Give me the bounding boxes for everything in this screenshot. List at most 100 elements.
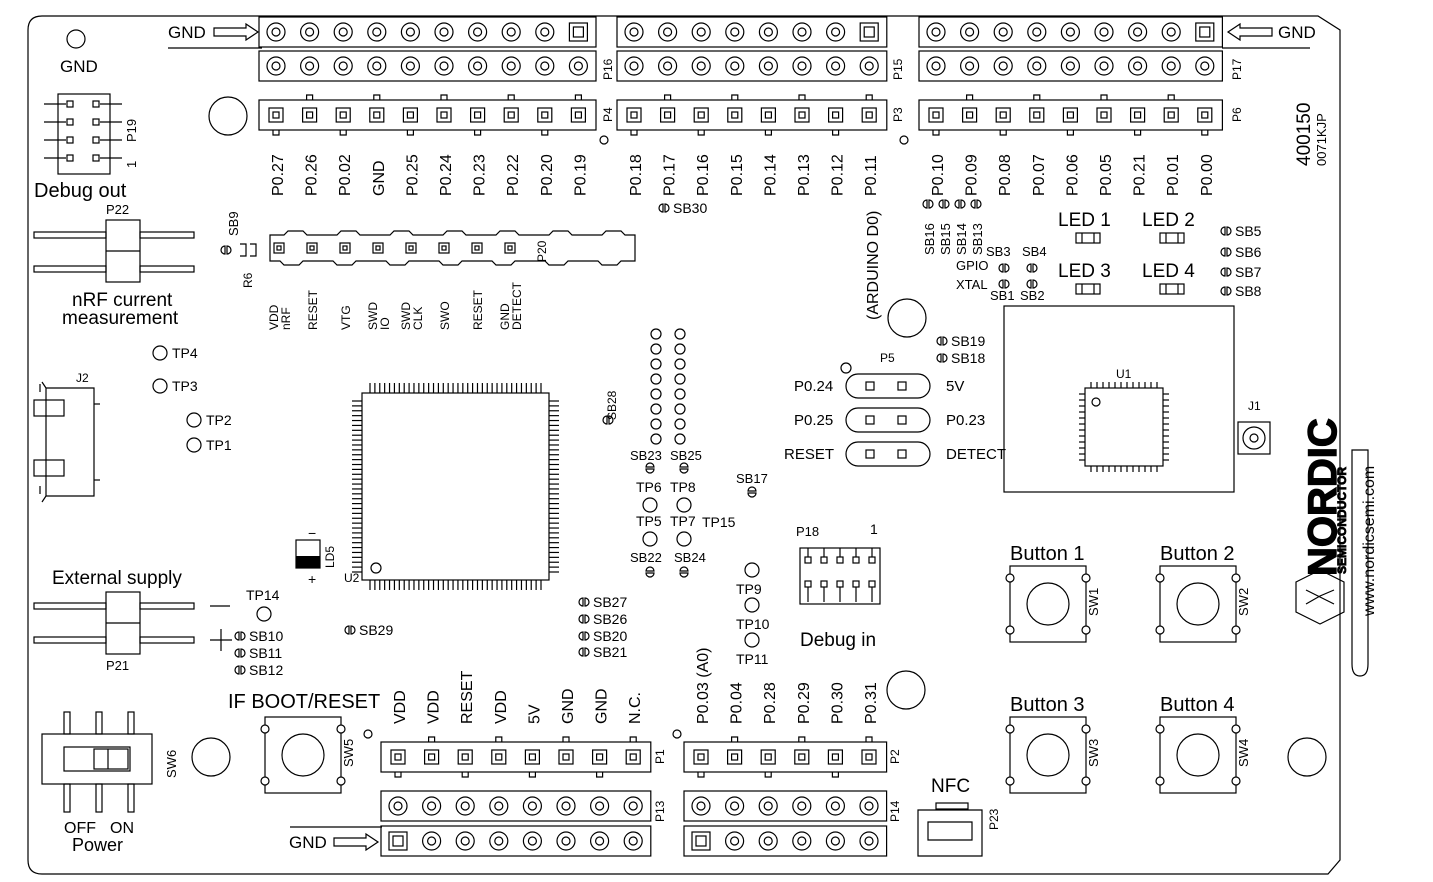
p2-pin-label: P0.30 — [829, 682, 846, 724]
solder-bridge-label: SB5 — [1235, 223, 1262, 239]
p5-row — [845, 407, 931, 433]
p18-pin — [852, 580, 860, 588]
p19-pin — [66, 118, 74, 126]
p6-pad — [1062, 107, 1079, 123]
p2-tab — [798, 736, 806, 742]
p4-hole — [541, 111, 549, 119]
test-point-pad — [186, 412, 202, 428]
p21-pin — [139, 602, 195, 610]
p6-pad — [1129, 107, 1146, 123]
sw6-slider-knob — [93, 748, 129, 770]
solder-bridge-icon — [234, 648, 246, 658]
solder-bridge-label: SB15 — [938, 223, 953, 255]
plus-mark — [210, 629, 232, 651]
solder-bridge-label: SB21 — [593, 644, 627, 660]
p5-pad — [865, 381, 875, 391]
p15-top-hole — [730, 27, 740, 37]
xtal-label: XTAL — [956, 277, 988, 292]
button-lead — [1155, 776, 1165, 786]
p17-bottom-pad — [1027, 56, 1047, 76]
p16-top-pad — [468, 22, 488, 42]
p16-top-pad — [266, 22, 286, 42]
test-point-label: TP8 — [670, 479, 696, 495]
p19-pin — [66, 100, 74, 108]
p3-hole — [731, 111, 739, 119]
p15-top-hole — [696, 27, 706, 37]
j1-label: J1 — [1248, 399, 1261, 413]
p3-pad — [861, 107, 877, 123]
p6-pin-label: P0.09 — [964, 154, 981, 196]
p17-bottom-hole — [1099, 61, 1109, 71]
p6-pin-label: P0.01 — [1165, 154, 1182, 196]
p4-hole — [574, 111, 583, 119]
p17-bottom-hole — [1166, 61, 1176, 71]
p6-hole — [1133, 111, 1142, 119]
p1-pad — [390, 749, 406, 765]
p16-bottom-hole — [305, 61, 315, 71]
p3-tab — [832, 130, 840, 136]
p19-debug-out: P19 1 Debug out — [34, 93, 139, 202]
solder-bridge-label: SB18 — [951, 350, 985, 366]
p20-pin-label: SWO — [438, 301, 452, 330]
p16-top-hole — [473, 27, 483, 37]
solder-bridge-icon — [998, 263, 1010, 273]
p1-pin-label: GND — [560, 688, 577, 724]
p14-top-hole — [696, 801, 706, 811]
test-point-label: TP2 — [206, 412, 232, 428]
arduino-label: (ARDUINO D0) — [865, 211, 882, 320]
p13-top-hole — [393, 801, 403, 811]
p13-top-hole — [628, 801, 638, 811]
gnd-arrow-icon — [333, 832, 380, 852]
p5-pad — [897, 449, 907, 459]
led-label: LED 3 — [1058, 261, 1111, 282]
p2-tab — [831, 772, 839, 778]
p20-hole — [507, 245, 513, 251]
debug-out-label: Debug out — [34, 180, 127, 202]
brand-subtitle: SEMICONDUCTOR — [1335, 467, 1349, 574]
power-label: Power — [72, 835, 123, 855]
p13-top-pad — [623, 796, 643, 816]
solder-bridge-icon — [747, 486, 757, 498]
p20-body — [269, 230, 636, 266]
solder-bridge-icon — [954, 199, 966, 209]
p13-top-pad — [556, 796, 576, 816]
button-label: Button 1 — [1010, 543, 1085, 565]
solder-bridge-label: SB2 — [1020, 288, 1045, 303]
p15-bottom-pad — [758, 56, 779, 76]
p17-top-pad — [1127, 22, 1148, 42]
p1-tab — [596, 772, 604, 778]
solder-bridge-icon — [578, 647, 590, 657]
button-body — [1009, 565, 1087, 643]
sw5-button-plunger — [281, 733, 325, 777]
gnd-label: GND — [168, 23, 206, 42]
p13-bottom-hole — [494, 836, 504, 846]
j2-usb-connector: J2 — [33, 371, 100, 503]
p16-bottom-pad — [266, 56, 286, 76]
p1-pin-label: GND — [594, 688, 611, 724]
p14-top-body — [683, 790, 888, 822]
via — [674, 373, 686, 385]
solder-bridge-label: SB26 — [593, 611, 627, 627]
p6-pad — [1096, 107, 1112, 123]
via — [650, 343, 662, 355]
sw5-button-lead — [336, 776, 346, 786]
p18-pin — [868, 556, 876, 564]
board-outline — [27, 15, 1341, 875]
solder-bridge-label: SB24 — [674, 550, 706, 565]
button-lead — [1231, 625, 1241, 635]
p13-bottom-hole — [460, 836, 470, 846]
gnd-arrow-icon — [1226, 22, 1273, 42]
test-point-label: TP7 — [670, 513, 696, 529]
p1-pin-label: 5V — [526, 704, 543, 724]
p2-pad — [726, 749, 743, 765]
p17-bottom-pad — [1060, 56, 1081, 76]
p21-pin — [139, 636, 195, 644]
button-lead — [1005, 625, 1015, 635]
led-label: LED 2 — [1142, 210, 1195, 231]
solder-bridge-icon — [938, 199, 950, 209]
p3-pad — [626, 107, 642, 123]
p3-hole — [764, 111, 773, 119]
